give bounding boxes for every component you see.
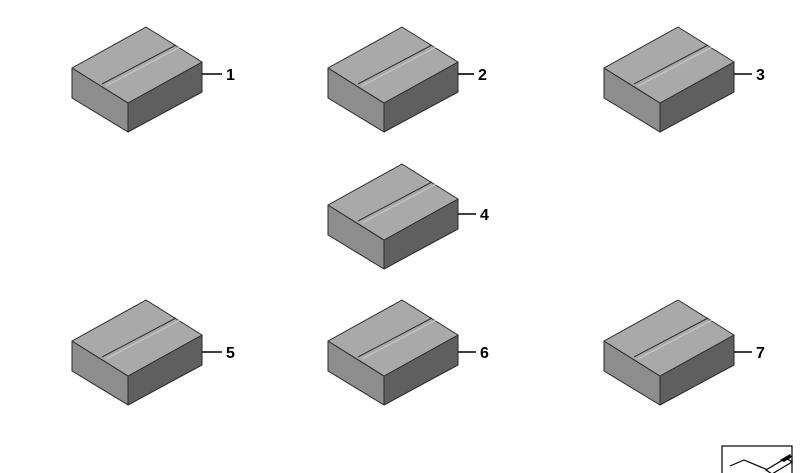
box-tape-line: [357, 317, 433, 358]
box-tape-line: [633, 44, 709, 85]
box-tape-line: [101, 317, 177, 358]
part-number-label: 6: [480, 345, 489, 362]
box-tape-line: [357, 44, 433, 85]
box-tape-line: [633, 317, 709, 358]
box-icon: [327, 26, 459, 133]
part-number-label: 4: [480, 207, 489, 224]
box-icon: [603, 26, 735, 133]
box-tape-highlight: [361, 46, 437, 87]
part-3: 3: [603, 26, 765, 133]
part-4: 4: [327, 163, 489, 270]
part-1: 1: [71, 26, 235, 133]
box-icon: [327, 163, 459, 270]
box-tape-highlight: [637, 46, 713, 87]
part-number-label: 7: [756, 345, 765, 362]
diagram-symbol-icon: [721, 445, 794, 473]
box-tape-highlight: [361, 183, 437, 224]
part-number-label: 1: [226, 67, 235, 84]
box-icon: [327, 299, 459, 406]
part-2: 2: [327, 26, 487, 133]
part-6: 6: [327, 299, 489, 406]
parts-layer: 1 2 3 4 5 6 7: [71, 26, 765, 406]
box-tape-line: [357, 181, 433, 222]
part-7: 7: [603, 299, 765, 406]
box-tape-highlight: [637, 319, 713, 360]
part-number-label: 3: [756, 67, 765, 84]
box-tape-highlight: [361, 319, 437, 360]
box-icon: [71, 26, 203, 133]
box-icon: [603, 299, 735, 406]
part-5: 5: [71, 299, 235, 406]
part-number-label: 2: [478, 67, 487, 84]
box-tape-highlight: [105, 319, 181, 360]
box-tape-highlight: [105, 46, 181, 87]
box-icon: [71, 299, 203, 406]
box-tape-line: [101, 44, 177, 85]
part-number-label: 5: [226, 345, 235, 362]
